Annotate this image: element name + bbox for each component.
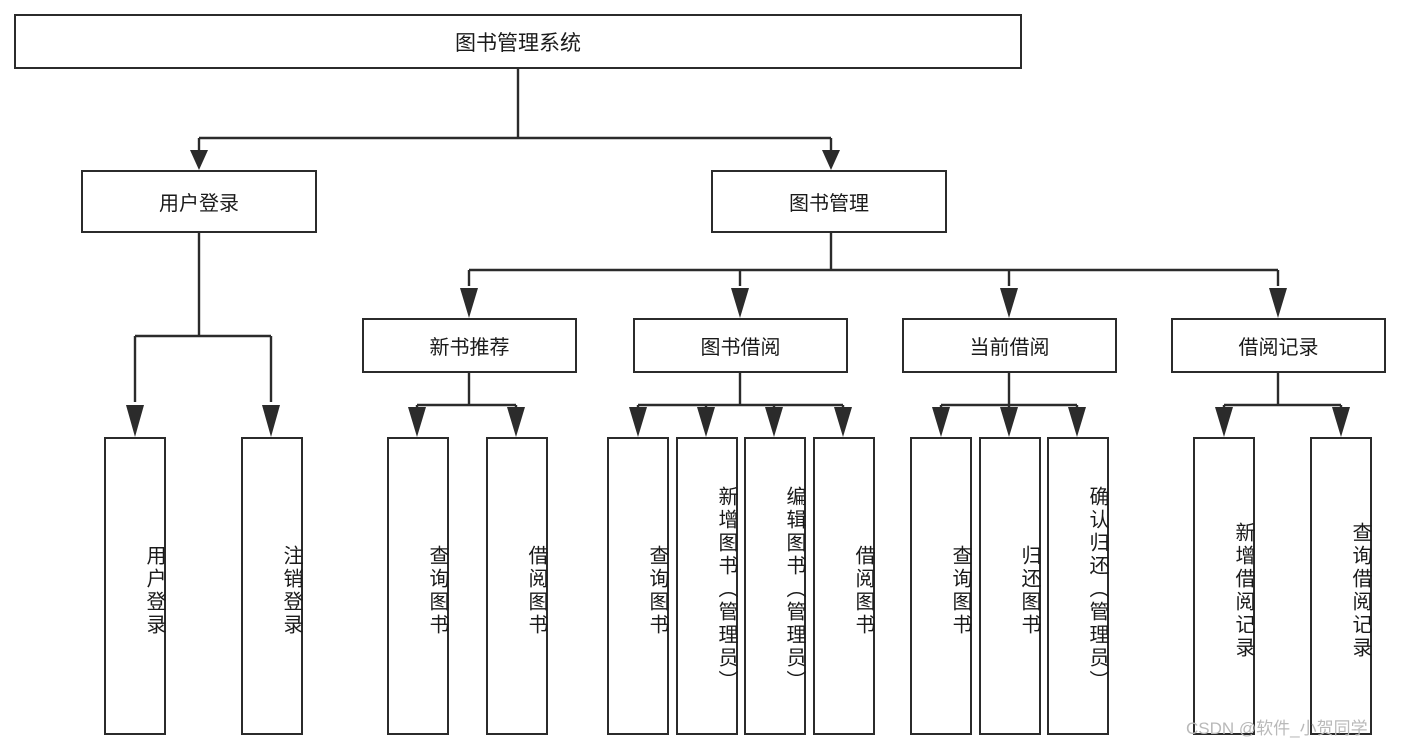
leaf-borrow-book-recommend[interactable]: 借阅图书 bbox=[486, 437, 548, 735]
node-label: 查询图书 bbox=[426, 545, 448, 637]
node-current-borrow[interactable]: 当前借阅 bbox=[902, 318, 1117, 373]
leaf-confirm-return-admin[interactable]: 确认归还（管理员） bbox=[1047, 437, 1109, 735]
node-label: 图书管理系统 bbox=[455, 31, 581, 55]
node-label: 用户登录 bbox=[159, 193, 239, 215]
node-label: 当前借阅 bbox=[969, 337, 1050, 359]
node-label: 图书借阅 bbox=[700, 337, 781, 359]
node-label: 注销登录 bbox=[280, 545, 302, 637]
node-borrow-record[interactable]: 借阅记录 bbox=[1171, 318, 1386, 373]
node-label: 新书推荐 bbox=[429, 337, 510, 359]
leaf-return-book[interactable]: 归还图书 bbox=[979, 437, 1041, 735]
node-root-system[interactable]: 图书管理系统 bbox=[14, 14, 1022, 69]
leaf-user-login[interactable]: 用户登录 bbox=[104, 437, 166, 735]
node-label: 归还图书 bbox=[1018, 545, 1040, 637]
leaf-user-logout[interactable]: 注销登录 bbox=[241, 437, 303, 735]
node-label: 用户登录 bbox=[143, 545, 165, 637]
node-user-login[interactable]: 用户登录 bbox=[81, 170, 317, 233]
node-label: 新增借阅记录 bbox=[1232, 522, 1254, 660]
leaf-query-book-borrow[interactable]: 查询图书 bbox=[607, 437, 669, 735]
node-label: 查询借阅记录 bbox=[1349, 522, 1371, 660]
leaf-query-book-recommend[interactable]: 查询图书 bbox=[387, 437, 449, 735]
leaf-edit-book-admin[interactable]: 编辑图书（管理员） bbox=[744, 437, 806, 735]
node-label: 借阅图书 bbox=[852, 545, 874, 637]
leaf-add-borrow-record[interactable]: 新增借阅记录 bbox=[1193, 437, 1255, 735]
node-label: 图书管理 bbox=[789, 193, 869, 215]
node-new-book-recommend[interactable]: 新书推荐 bbox=[362, 318, 577, 373]
node-label: 查询图书 bbox=[646, 545, 668, 637]
leaf-query-borrow-record[interactable]: 查询借阅记录 bbox=[1310, 437, 1372, 735]
leaf-borrow-book[interactable]: 借阅图书 bbox=[813, 437, 875, 735]
node-book-management[interactable]: 图书管理 bbox=[711, 170, 947, 233]
node-label: 编辑图书（管理员） bbox=[783, 485, 805, 693]
node-label: 确认归还（管理员） bbox=[1086, 485, 1108, 693]
node-label: 借阅图书 bbox=[525, 545, 547, 637]
node-label: 新增图书（管理员） bbox=[715, 485, 737, 693]
node-book-borrow[interactable]: 图书借阅 bbox=[633, 318, 848, 373]
node-label: 查询图书 bbox=[949, 545, 971, 637]
leaf-query-book-current[interactable]: 查询图书 bbox=[910, 437, 972, 735]
watermark-text: CSDN @软件_小贺同学 bbox=[1186, 719, 1368, 738]
node-label: 借阅记录 bbox=[1238, 337, 1319, 359]
leaf-add-book-admin[interactable]: 新增图书（管理员） bbox=[676, 437, 738, 735]
